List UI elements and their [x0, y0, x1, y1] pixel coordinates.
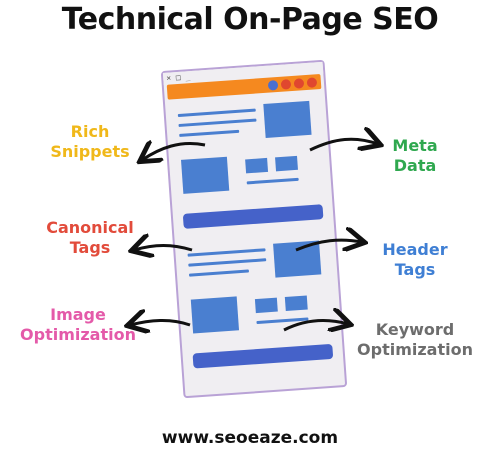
label-line: Rich: [70, 122, 110, 141]
label-line: Optimization: [20, 325, 136, 344]
label-meta-data: Meta Data: [370, 136, 460, 176]
label-line: Tags: [394, 260, 436, 279]
label-line: Image: [50, 305, 106, 324]
arrow-canonical-tags: [134, 246, 193, 251]
label-line: Tags: [69, 238, 111, 257]
arrow-header-tags: [295, 240, 362, 250]
label-rich-snippets: Rich Snippets: [35, 122, 145, 162]
website-url: www.seoeaze.com: [161, 428, 339, 448]
label-header-tags: Header Tags: [360, 240, 470, 280]
page-title: Technical On-Page SEO: [61, 2, 439, 37]
label-line: Optimization: [357, 340, 473, 359]
label-line: Header: [382, 240, 448, 259]
arrow-meta-data: [309, 139, 378, 150]
arrow-keyword-optimization: [283, 321, 348, 330]
label-keyword-optimization: Keyword Optimization: [345, 320, 485, 360]
label-line: Snippets: [50, 142, 130, 161]
label-line: Data: [393, 156, 437, 175]
label-line: Meta: [392, 136, 438, 155]
label-canonical-tags: Canonical Tags: [30, 218, 150, 258]
label-line: Canonical: [46, 218, 134, 237]
label-image-optimization: Image Optimization: [8, 305, 148, 345]
label-line: Keyword: [375, 320, 455, 339]
arrow-rich-snippets: [142, 143, 206, 160]
arrow-image-optimization: [130, 320, 191, 325]
